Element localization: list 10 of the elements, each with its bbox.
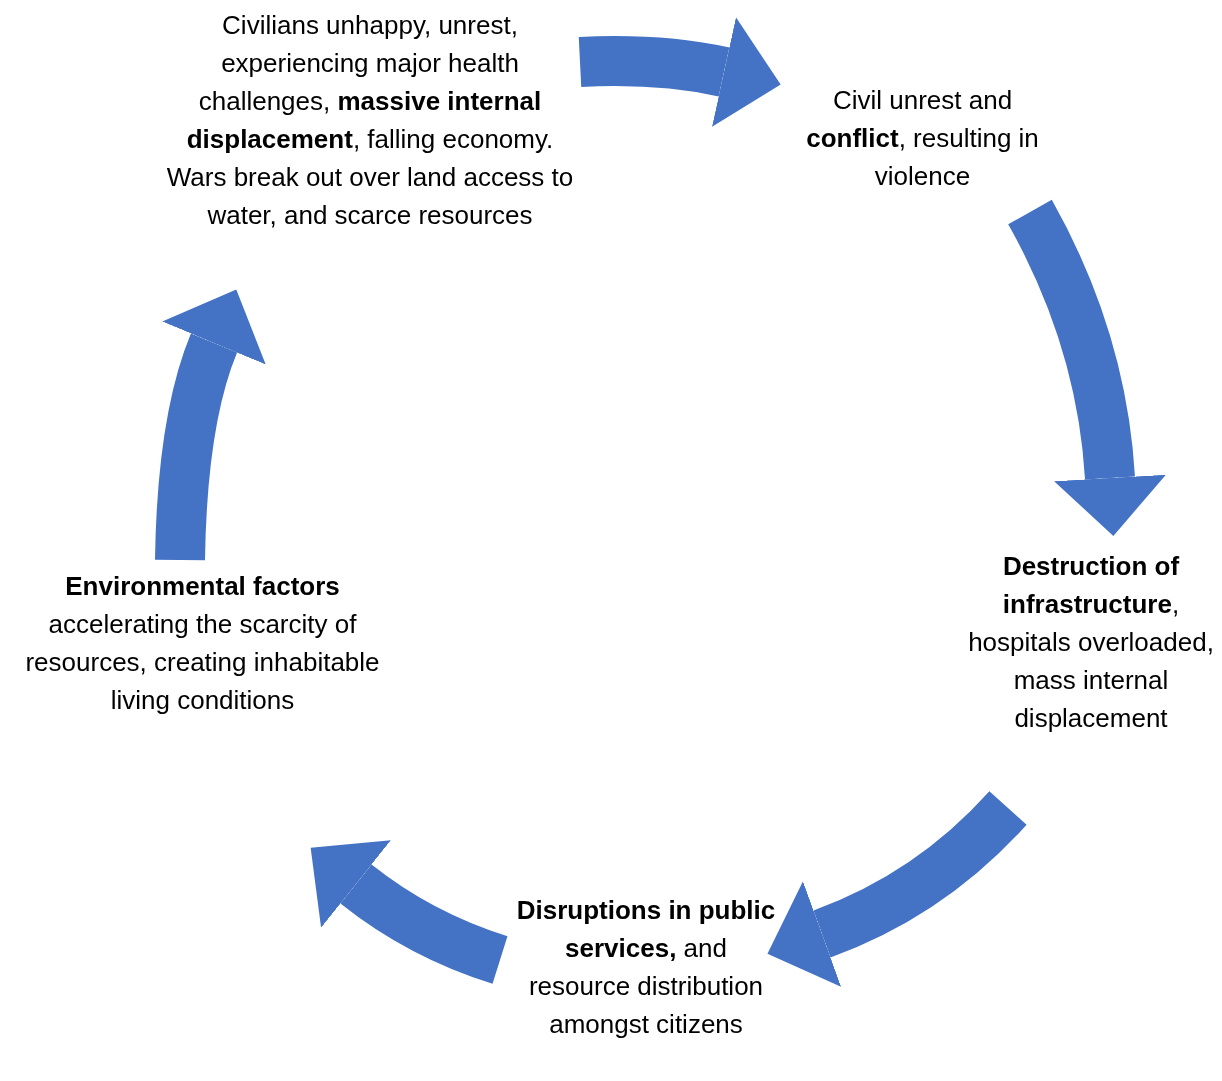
node-text: Destruction of infrastructure, hospitals overloaded, mass internal displacement — [960, 547, 1222, 737]
node-text: Environmental factors accelerating the scarcity of resources, creating inhabitable living conditions — [5, 567, 400, 719]
block-arrow — [310, 839, 508, 984]
node-text: Civil unrest and conflict, resulting in violence — [780, 81, 1065, 195]
node-text: Civilians unhappy, unrest, experiencing major health challenges, massive internal displacement, falling economy. Wars break out over land access to water, and scarce resources — [155, 6, 585, 234]
block-arrow — [1008, 200, 1166, 536]
block-arrow — [767, 790, 1027, 987]
block-arrow — [579, 17, 781, 127]
block-arrow — [155, 288, 267, 561]
node-text: Disruptions in public services, and resource distribution amongst citizens — [515, 891, 777, 1043]
